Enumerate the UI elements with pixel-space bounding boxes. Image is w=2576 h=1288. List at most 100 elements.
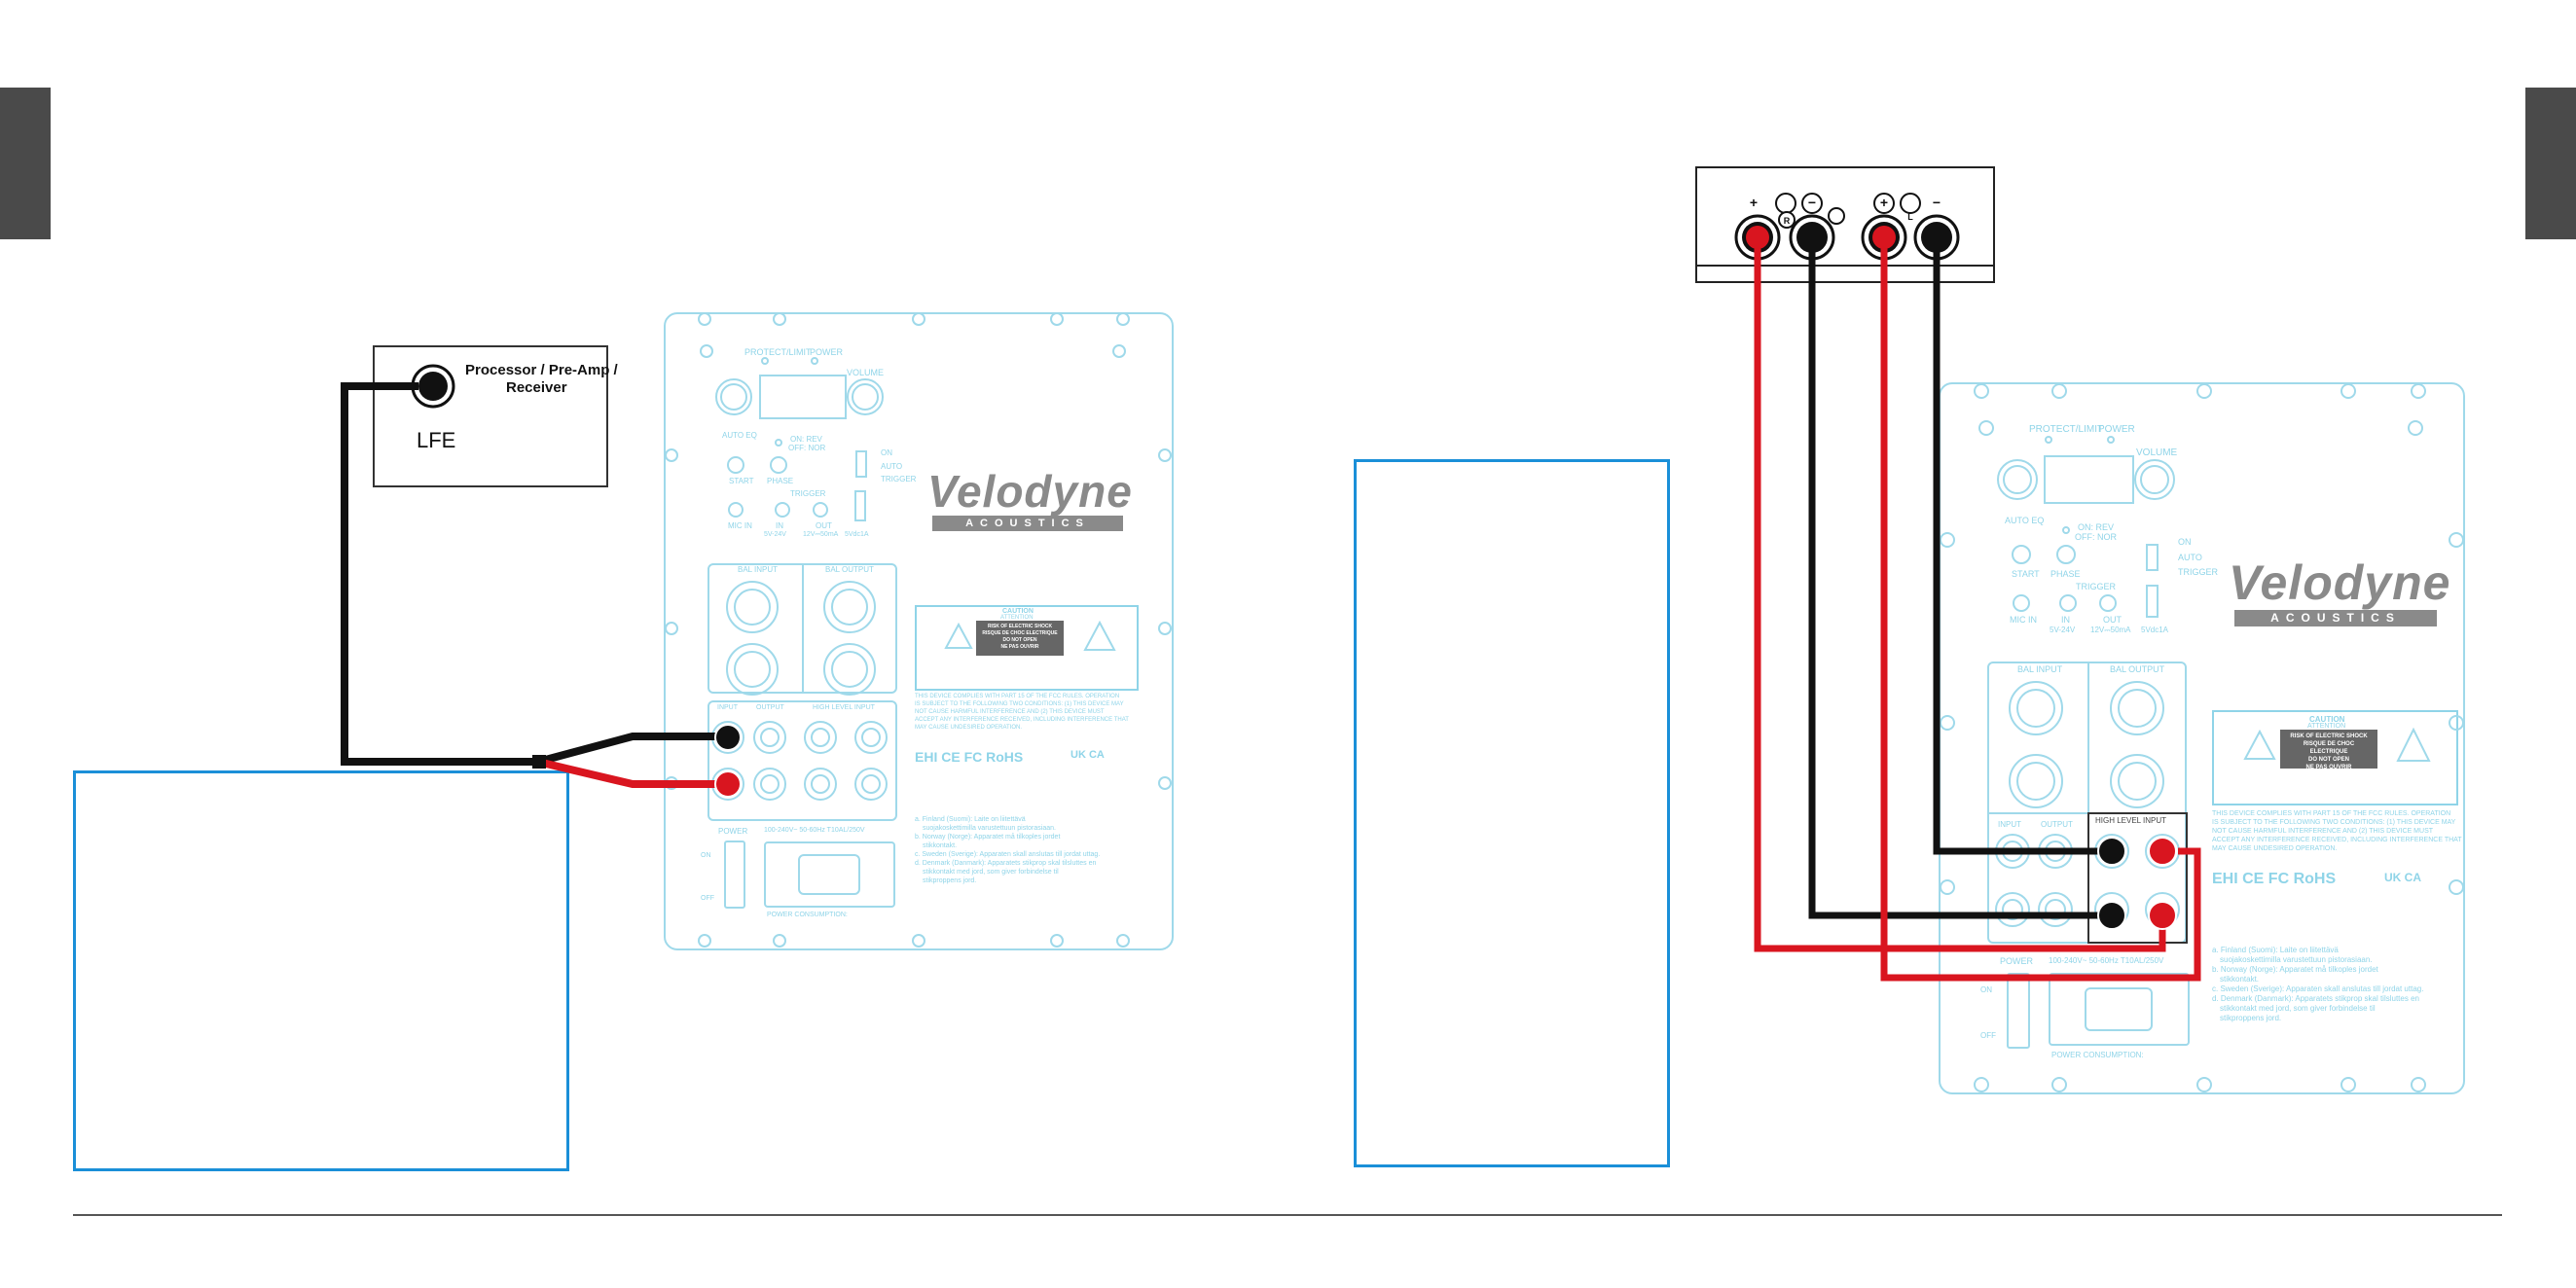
left-brand-sub: ACOUSTICS	[932, 516, 1123, 531]
left-on-label: ON	[881, 448, 892, 457]
left-fcc-text: THIS DEVICE COMPLIES WITH PART 15 OF THE…	[915, 694, 1129, 731]
right-consumption: POWER CONSUMPTION:	[2051, 1051, 2144, 1059]
left-wires	[341, 382, 722, 788]
left-knob-autoeq	[715, 378, 752, 415]
right-caution-title: CAUTION	[2309, 715, 2345, 724]
right-output-label: OUTPUT	[2041, 820, 2073, 829]
right-auto-eq-label: AUTO EQ	[2005, 516, 2045, 525]
left-info-box	[73, 770, 569, 1171]
right-volume-label: VOLUME	[2136, 447, 2178, 458]
right-caution-sub: ATTENTION	[2307, 723, 2346, 730]
amp-l-label: L	[1907, 212, 1913, 222]
right-bal-hdivider	[1987, 812, 2187, 814]
left-brand-logo: Velodyne	[927, 466, 1133, 517]
lfe-jack	[418, 372, 448, 401]
right-voltage: 100-240V~ 50-60Hz T10AL/250V	[2049, 956, 2164, 965]
left-on-rev-label: ON: REV	[790, 435, 822, 444]
panel-details	[665, 312, 2464, 1092]
right-on-rev-label: ON: REV	[2078, 522, 2115, 532]
left-trigger-group-label: TRIGGER	[790, 489, 826, 498]
right-high-level-label: HIGH LEVEL INPUT	[2095, 816, 2167, 825]
amp-l-plus-label: +	[1880, 195, 1888, 210]
right-off-switch: OFF	[1980, 1031, 1996, 1040]
left-auto-label: AUTO	[881, 462, 903, 471]
left-off-nor-label: OFF: NOR	[788, 444, 826, 452]
left-caution-sub: ATTENTION	[1000, 615, 1034, 621]
right-ukca: UK CA	[2384, 871, 2421, 884]
left-mic-in-label: MIC IN	[728, 521, 752, 530]
right-iec-inner	[2085, 987, 2153, 1031]
right-bal-input-label: BAL INPUT	[2017, 664, 2063, 674]
right-in-label: IN	[2061, 615, 2070, 625]
right-trigger-label: TRIGGER	[2178, 567, 2219, 577]
right-hl-plug-1	[2097, 837, 2126, 866]
right-info-box	[1354, 459, 1670, 1167]
right-amp-plug-l-plus	[1872, 226, 1896, 249]
left-volume-label: VOLUME	[847, 368, 885, 377]
right-black-wire-l	[1933, 237, 2112, 855]
left-black-wire	[341, 382, 722, 766]
right-screws	[1940, 383, 2464, 1092]
right-on-switch: ON	[1980, 985, 1992, 994]
right-wires	[1754, 237, 2201, 982]
right-caution-dark	[2280, 730, 2377, 769]
left-consumption: POWER CONSUMPTION:	[767, 912, 848, 918]
right-auto-label: AUTO	[2178, 553, 2202, 562]
left-caution-title: CAUTION	[1002, 608, 1034, 615]
right-hl-plug-3	[2097, 901, 2126, 930]
right-black-wire-r	[1808, 237, 2112, 919]
amp-r-minus-label: −	[1808, 195, 1816, 210]
right-iec-socket	[2049, 973, 2190, 1046]
right-hl-plug-4	[2148, 901, 2177, 930]
footer-rule	[73, 1214, 2502, 1216]
processor-box	[373, 345, 608, 487]
left-power-switch	[724, 841, 745, 909]
right-on-label: ON	[2178, 537, 2192, 547]
right-trigger-group-label: TRIGGER	[2076, 582, 2117, 591]
right-red-wire-r	[1754, 237, 2166, 952]
right-bal-output-label: BAL OUTPUT	[2110, 664, 2165, 674]
left-caution-dark	[976, 621, 1064, 656]
right-power-led-label: POWER	[2098, 424, 2135, 435]
left-ukca: UK CA	[1070, 749, 1105, 761]
left-high-level-label: HIGH LEVEL INPUT	[813, 704, 875, 711]
right-bal-box	[1987, 662, 2187, 944]
right-fuse-spec: 5Vdc1A	[2141, 626, 2169, 634]
right-page-tab	[2525, 88, 2576, 239]
right-amp-plug-r-plus	[1746, 226, 1769, 249]
left-knob-volume	[847, 378, 884, 415]
left-input-label: INPUT	[717, 704, 738, 711]
right-protect-label: PROTECT/LIMIT	[2029, 424, 2104, 435]
left-in-spec: 5V-24V	[764, 531, 786, 538]
left-cert-marks: EHI CE FC RoHS	[915, 749, 1024, 765]
left-power-label: POWER	[718, 827, 748, 836]
right-brand-logo: Velodyne	[2229, 555, 2451, 610]
left-input-plug-red	[714, 770, 742, 798]
left-phase-label: PHASE	[767, 477, 794, 485]
left-iec-inner	[798, 854, 860, 895]
left-protect-label: PROTECT/LIMIT	[744, 347, 812, 357]
right-start-label: START	[2012, 569, 2040, 579]
right-high-level-box	[2087, 812, 2188, 944]
processor-label: Processor / Pre-Amp /	[465, 362, 618, 378]
left-rca-box	[707, 700, 897, 821]
left-in-label: IN	[776, 521, 783, 530]
processor-label-2: Receiver	[506, 379, 567, 396]
lfe-label: LFE	[417, 428, 456, 452]
left-auto-eq-label: AUTO EQ	[722, 431, 757, 440]
right-display	[2044, 455, 2134, 504]
amp-terminal-box-bottom	[1695, 265, 1995, 267]
left-on-switch: ON	[701, 852, 711, 859]
right-out-label: OUT	[2103, 615, 2122, 625]
left-bal-output-label: BAL OUTPUT	[825, 565, 874, 574]
right-hl-plug-2	[2148, 837, 2177, 866]
right-phase-label: PHASE	[2050, 569, 2081, 579]
right-mic-in-label: MIC IN	[2010, 615, 2037, 625]
left-screws	[665, 312, 1172, 948]
left-page-tab	[0, 88, 51, 239]
left-power-led-label: POWER	[810, 347, 844, 357]
left-bal-input-label: BAL INPUT	[738, 565, 779, 574]
left-iec-socket	[764, 841, 895, 908]
